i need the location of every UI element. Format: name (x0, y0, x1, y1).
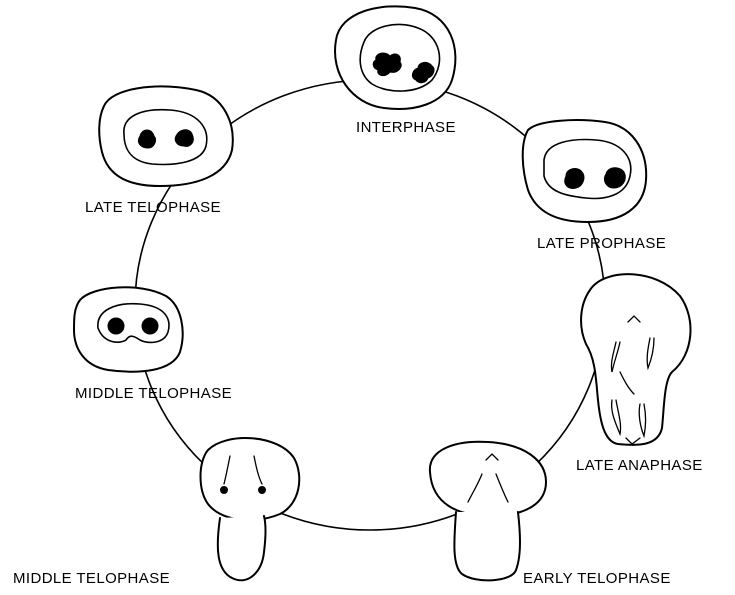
label-middle-telophase-budding: MIDDLE TELOPHASE (13, 570, 170, 587)
nucleus-blob (411, 61, 435, 84)
label-middle-telophase: MIDDLE TELOPHASE (75, 385, 232, 402)
nucleus-blob (107, 317, 125, 335)
nucleus-blob (564, 168, 585, 189)
late-anaphase-cell (580, 273, 692, 446)
interphase-cell (334, 5, 457, 110)
nucleus-blob (174, 129, 194, 147)
label-late-anaphase: LATE ANAPHASE (576, 457, 703, 474)
late-prophase-cell (521, 119, 648, 223)
label-late-telophase: LATE TELOPHASE (85, 199, 221, 216)
nucleus-blob (603, 167, 626, 189)
label-early-telophase: EARLY TELOPHASE (523, 570, 671, 587)
nucleus-blob (137, 129, 157, 149)
middle-telophase-budding-cell (199, 437, 301, 582)
early-telophase-cell (428, 440, 547, 582)
late-telophase-cell (98, 85, 234, 187)
label-interphase: INTERPHASE (356, 119, 456, 136)
middle-telophase-cell (73, 286, 184, 373)
nucleus-blob (141, 317, 159, 335)
label-late-prophase: LATE PROPHASE (537, 235, 666, 252)
nucleus-blob (372, 52, 402, 77)
